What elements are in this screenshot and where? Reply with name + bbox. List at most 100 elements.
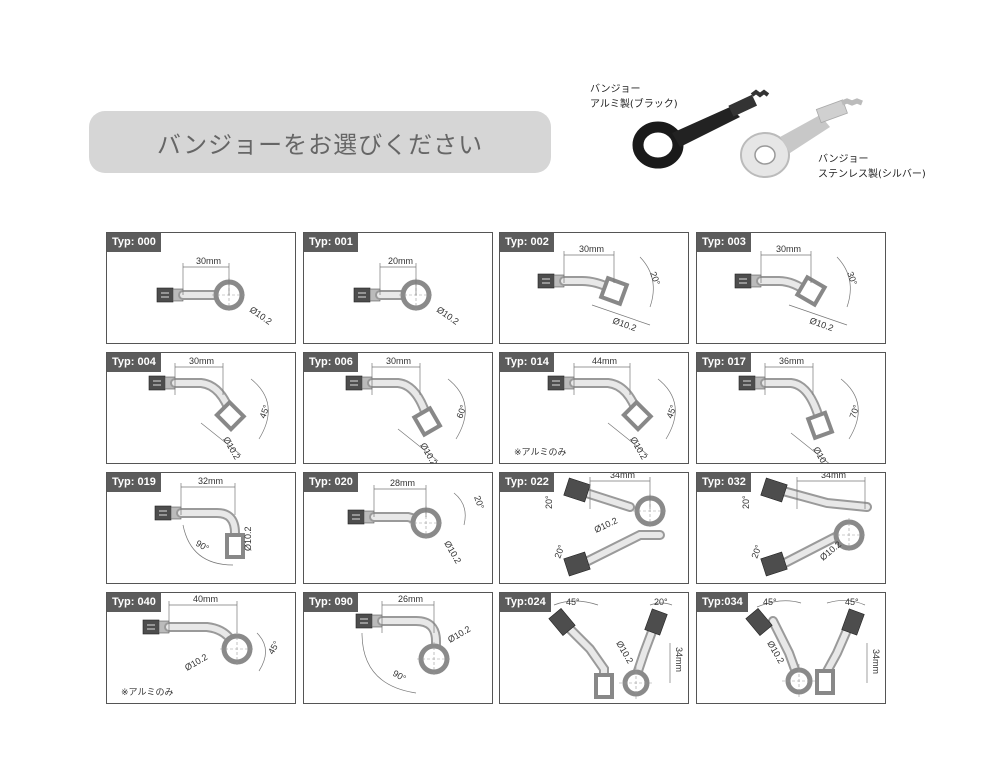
angle-arc [639, 256, 654, 308]
angle-label-2: 20° [749, 543, 763, 560]
angle-arc [649, 602, 673, 606]
angle-label: 20° [472, 494, 486, 511]
angle-arc [250, 378, 269, 440]
angle-label: 60° [454, 403, 468, 420]
length-label: 28mm [390, 478, 415, 488]
diameter-label: Ø10.2 [611, 315, 637, 333]
silver-banjo-label-line1: バンジョー [818, 154, 869, 165]
diameter-label: Ø10.2 [811, 445, 832, 464]
header-banner: バンジョーをお選びください [89, 111, 551, 173]
banjo-eye [225, 533, 245, 559]
type-tag: Typ: 001 [304, 233, 358, 252]
hose-fitting [563, 551, 591, 577]
angle-label: 45° [763, 597, 777, 607]
type-tag: Typ: 020 [304, 473, 358, 492]
angle-label-2: 20° [654, 597, 668, 607]
angle-arc [361, 632, 417, 694]
angle-arc [453, 492, 466, 526]
angle-label: 20° [648, 270, 662, 287]
hose-fitting [563, 477, 591, 503]
length-label: 40mm [193, 594, 218, 604]
angle-label: 20° [741, 495, 751, 509]
type-tag: Typ: 002 [500, 233, 554, 252]
silver-banjo-label: バンジョー ステンレス製(シルバー) [818, 152, 926, 182]
angle-label: 45° [566, 597, 580, 607]
diameter-label: Ø10.2 [183, 652, 209, 673]
type-tag: Typ:034 [697, 593, 748, 612]
banjo-eye [411, 405, 443, 438]
type-tag: Typ: 019 [107, 473, 161, 492]
length-label: 30mm [189, 356, 214, 366]
banjo-type-card[interactable]: 36mm 70° Ø10.2 Typ: 017 [696, 352, 886, 464]
length-label: 34mm [821, 473, 846, 480]
length-label: 30mm [386, 356, 411, 366]
type-tag: Typ: 000 [107, 233, 161, 252]
angle-label: 45° [664, 403, 678, 420]
angle-arc [756, 600, 802, 608]
type-tag: Typ: 017 [697, 353, 751, 372]
hose-fitting [644, 608, 668, 636]
angle-label-2: 20° [552, 543, 566, 560]
angle-arc [836, 256, 851, 308]
banjo-eye [805, 410, 835, 441]
banjo-product-photo [632, 89, 863, 178]
angle-label: 45° [266, 639, 282, 656]
angle-arc [840, 378, 859, 440]
length-label: 30mm [196, 256, 221, 266]
type-tag: Typ: 003 [697, 233, 751, 252]
banjo-eye-side [815, 669, 835, 695]
angle-label: 20° [544, 495, 554, 509]
banjo-diagram: 30mm 60° Ø10.2 [345, 356, 469, 464]
page-title: バンジョーをお選びください [156, 130, 484, 159]
banjo-diagram: 40mm 45° Ø10.2 [142, 594, 282, 673]
type-tag: Typ: 090 [304, 593, 358, 612]
diameter-label: Ø10.2 [628, 435, 649, 461]
angle-label: 70° [847, 403, 861, 420]
type-tag: Typ: 040 [107, 593, 161, 612]
hose-fitting [760, 477, 788, 503]
diameter-label: Ø10.2 [808, 315, 834, 333]
banjo-eye [214, 399, 247, 432]
material-note: ※アルミのみ [514, 448, 567, 458]
diameter-label: Ø10.2 [446, 624, 472, 645]
black-banjo-label: バンジョー アルミ製(ブラック) [590, 82, 678, 112]
silver-banjo-image [740, 98, 863, 178]
length-label: 36mm [779, 356, 804, 366]
diameter-label: Ø10.2 [418, 441, 439, 464]
angle-label: 45° [257, 403, 271, 420]
diameter-label: Ø10.2 [593, 515, 619, 534]
angle-label: 90° [194, 538, 211, 554]
hose-fitting [841, 608, 865, 636]
length-label: 32mm [198, 476, 223, 486]
type-tag: Typ: 032 [697, 473, 751, 492]
banjo-eye-side [594, 673, 614, 699]
banjo-diagram: 34mm 20° 20° Ø10.2 [544, 473, 667, 577]
angle-arc [256, 632, 266, 672]
length-label: 34mm [610, 473, 635, 480]
hose-fitting [548, 608, 576, 636]
diameter-label: Ø10.2 [435, 304, 461, 326]
length-label: 26mm [398, 594, 423, 604]
